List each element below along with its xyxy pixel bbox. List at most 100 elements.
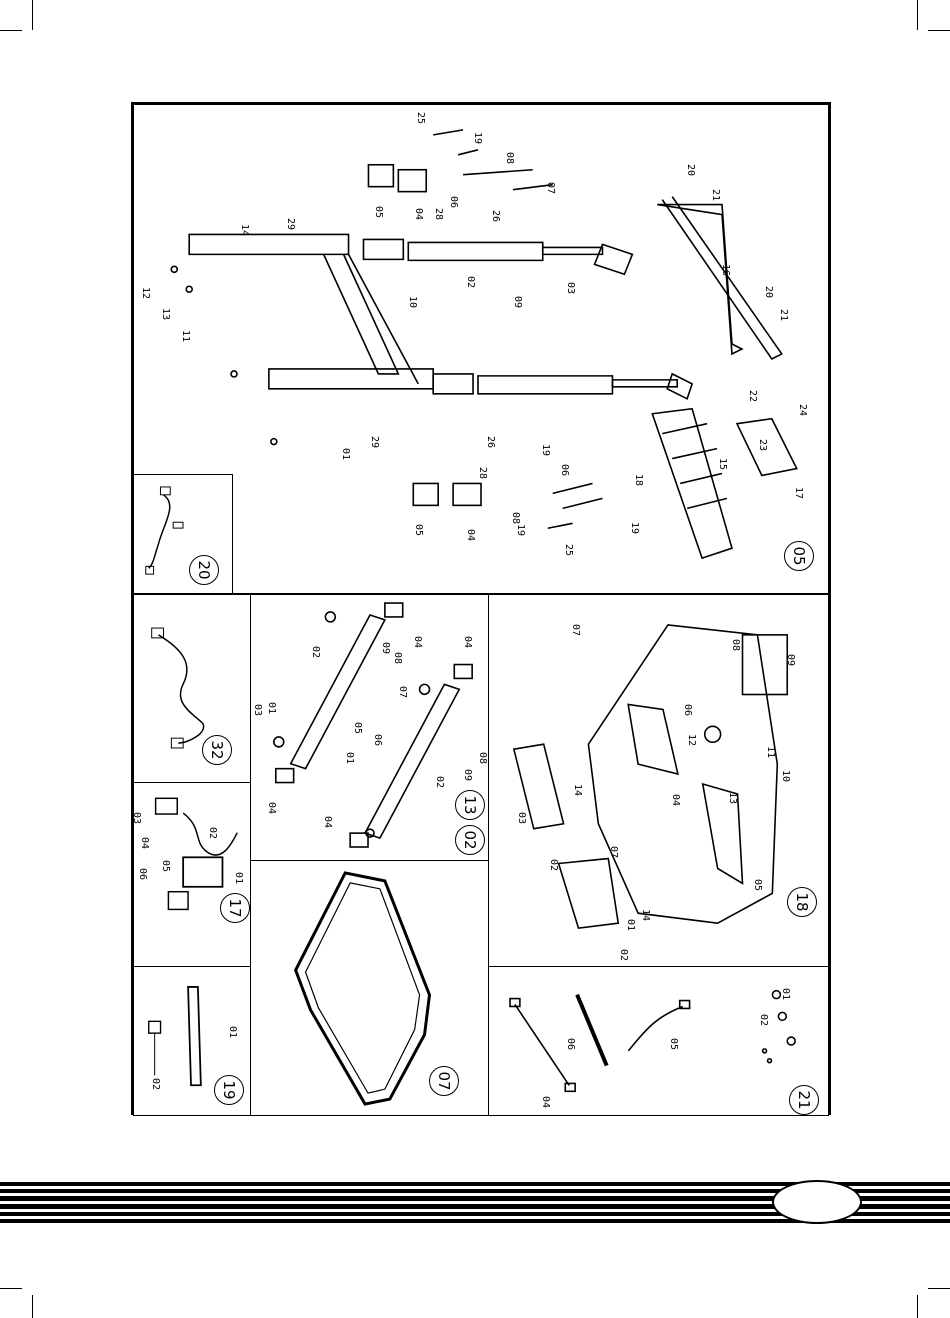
sensors-drawing xyxy=(489,967,828,1115)
part-label: 23 xyxy=(757,439,767,451)
panel-number-badge: 02 xyxy=(455,825,485,855)
part-label: 29 xyxy=(285,218,295,230)
part-label: 06 xyxy=(372,734,382,746)
part-label: 07 xyxy=(397,686,407,698)
part-label: 08 xyxy=(510,512,520,524)
part-label: 29 xyxy=(369,436,379,448)
panel-cover-18: 07 08 09 06 12 11 10 13 14 04 03 07 02 0… xyxy=(488,594,829,968)
cover-drawing xyxy=(489,595,828,967)
part-label: 04 xyxy=(462,636,472,648)
part-label: 20 xyxy=(685,164,695,176)
part-label: 08 xyxy=(477,752,487,764)
crop-mark xyxy=(917,0,918,30)
panel-number-badge: 20 xyxy=(189,555,219,585)
panel-number-badge: 17 xyxy=(220,893,250,923)
part-label: 14 xyxy=(239,224,249,236)
panel-power-cord-32: 32 xyxy=(133,594,251,784)
part-label: 08 xyxy=(730,639,740,651)
panel-sensors-21: 06 05 01 02 04 21 xyxy=(488,966,829,1116)
part-label: 14 xyxy=(640,909,650,921)
part-label: 02 xyxy=(548,859,558,871)
part-label: 17 xyxy=(793,487,803,499)
part-label: 01 xyxy=(266,702,276,714)
panel-number-badge: 18 xyxy=(787,887,817,917)
part-label: 19 xyxy=(472,132,482,144)
power-cord-drawing xyxy=(134,595,250,783)
panel-number-badge: 05 xyxy=(784,541,814,571)
part-label: 01 xyxy=(340,448,350,460)
panel-frame-assembly: 25 19 08 07 20 21 26 06 28 04 05 29 14 1… xyxy=(133,104,829,594)
part-label: 01 xyxy=(344,752,354,764)
crop-mark xyxy=(0,30,22,31)
part-label: 11 xyxy=(765,746,775,758)
part-label: 05 xyxy=(668,1038,678,1050)
part-label: 05 xyxy=(352,722,362,734)
panel-number-badge: 13 xyxy=(455,790,485,820)
part-label: 28 xyxy=(433,208,443,220)
part-label: 06 xyxy=(565,1038,575,1050)
part-label: 06 xyxy=(682,704,692,716)
crop-mark xyxy=(928,1288,950,1289)
part-label: 19 xyxy=(629,522,639,534)
frame-drawing xyxy=(134,105,828,593)
part-label: 25 xyxy=(415,112,425,124)
part-label: 10 xyxy=(407,296,417,308)
part-label: 09 xyxy=(380,642,390,654)
part-label: 11 xyxy=(180,330,190,342)
part-label: 01 xyxy=(625,919,635,931)
crop-mark xyxy=(928,30,950,31)
part-label: 21 xyxy=(778,309,788,321)
panel-number-badge: 07 xyxy=(429,1066,459,1096)
part-label: 06 xyxy=(448,196,458,208)
panel-motor-17: 03 04 02 01 05 06 17 xyxy=(133,782,251,968)
crop-mark xyxy=(917,1295,918,1318)
part-label: 04 xyxy=(266,802,276,814)
part-label: 13 xyxy=(160,308,170,320)
part-label: 02 xyxy=(150,1078,160,1090)
part-label: 20 xyxy=(763,286,773,298)
panel-number-badge: 32 xyxy=(202,735,232,765)
part-label: 10 xyxy=(780,770,790,782)
part-label: 04 xyxy=(322,816,332,828)
part-label: 08 xyxy=(392,652,402,664)
panel-cable-20: 20 xyxy=(133,474,233,594)
part-label: 09 xyxy=(512,296,522,308)
part-label: 02 xyxy=(465,276,475,288)
part-label: 04 xyxy=(670,794,680,806)
part-label: 12 xyxy=(140,287,150,299)
part-label: 21 xyxy=(710,189,720,201)
part-label: 19 xyxy=(540,444,550,456)
part-label: 05 xyxy=(160,860,170,872)
part-label: 02 xyxy=(618,949,628,961)
part-label: 18 xyxy=(633,474,643,486)
part-label: 13 xyxy=(727,792,737,804)
part-label: 06 xyxy=(559,464,569,476)
panel-number-badge: 19 xyxy=(214,1075,244,1105)
part-label: 06 xyxy=(137,868,147,880)
part-label: 28 xyxy=(477,467,487,479)
part-label: 19 xyxy=(515,524,525,536)
part-label: 03 xyxy=(565,282,575,294)
part-label: 07 xyxy=(545,182,555,194)
page-number-oval xyxy=(772,1180,862,1224)
crop-mark xyxy=(0,1288,22,1289)
part-label: 12 xyxy=(686,734,696,746)
part-label: 02 xyxy=(758,1014,768,1026)
panel-belt-07: 07 xyxy=(250,860,490,1116)
part-label: 15 xyxy=(717,458,727,470)
part-label: 07 xyxy=(608,846,618,858)
part-label: 01 xyxy=(780,988,790,1000)
part-label: 04 xyxy=(540,1096,550,1108)
part-label: 16 xyxy=(720,264,730,276)
part-label: 05 xyxy=(413,524,423,536)
part-label: 25 xyxy=(563,544,573,556)
part-label: 04 xyxy=(465,529,475,541)
part-label: 04 xyxy=(412,636,422,648)
part-label: 02 xyxy=(434,776,444,788)
part-label: 14 xyxy=(572,784,582,796)
part-label: 01 xyxy=(233,872,243,884)
part-label: 01 xyxy=(227,1026,237,1038)
part-label: 03 xyxy=(133,812,141,824)
part-label: 04 xyxy=(139,837,149,849)
part-label: 03 xyxy=(516,812,526,824)
